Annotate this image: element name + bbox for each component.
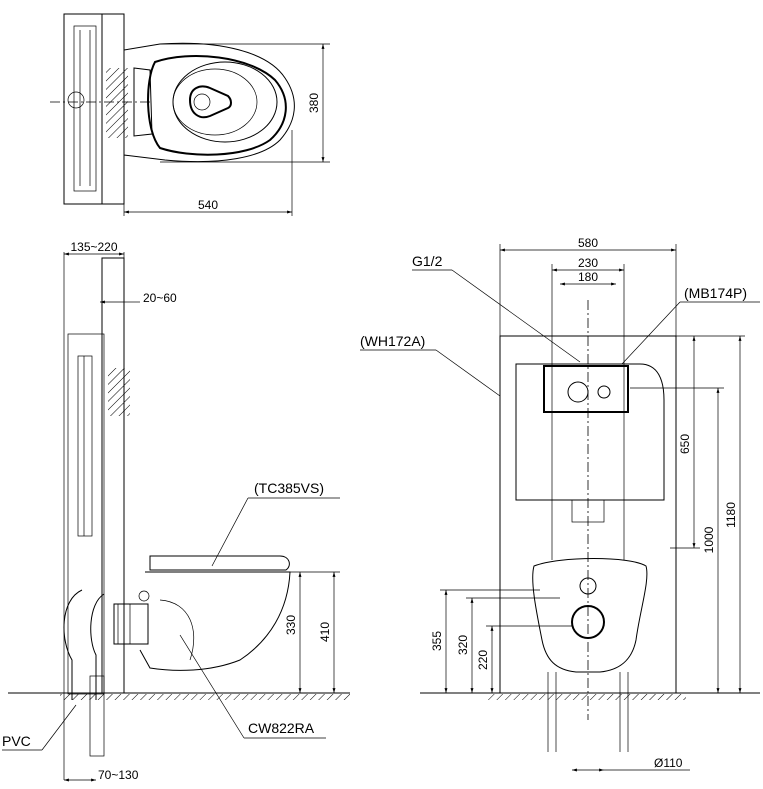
front-width-dim: 580	[578, 236, 598, 250]
front-bowl-height-dim: 1000	[702, 526, 716, 553]
side-pipe-label: PVC	[2, 733, 31, 749]
top-flush-box	[106, 68, 128, 138]
front-h320-dim: 320	[456, 635, 470, 655]
top-bowl	[123, 42, 295, 163]
front-h355-dim: 355	[430, 631, 444, 651]
front-inlet-label: G1/2	[412, 253, 443, 269]
front-button-dim: 650	[678, 434, 692, 454]
front-bowl	[532, 558, 648, 673]
top-depth-dim: 380	[307, 93, 321, 113]
top-view: 540 380	[50, 13, 330, 216]
front-total-height-dim: 1180	[724, 502, 738, 528]
side-bowl-label: CW822RA	[248, 720, 315, 736]
side-frame	[67, 333, 105, 695]
front-drain-dim: Ø110	[654, 756, 683, 770]
side-seat	[149, 555, 290, 571]
front-h220-dim: 220	[476, 650, 490, 670]
top-width-dim: 540	[198, 198, 218, 212]
front-frame-label: (WH172A)	[360, 333, 425, 349]
side-outlet-dim: 330	[284, 615, 298, 635]
side-wall-gap-dim: 135~220	[70, 240, 117, 254]
front-cistern	[515, 363, 665, 501]
front-flush-plate	[543, 365, 629, 413]
front-plate-label: (MB174P)	[684, 285, 747, 301]
side-seat-label: (TC385VS)	[254, 480, 324, 496]
side-cover-gap-dim: 20~60	[143, 291, 177, 305]
front-bolt-dim: 230	[578, 256, 598, 270]
side-wall	[101, 257, 125, 694]
front-bolt-inner-dim: 180	[578, 270, 598, 284]
side-pipe-offset-dim: 70~130	[98, 768, 139, 782]
side-view: 135~220 20~60 330 410 70~130 (TC385VS) C…	[2, 240, 350, 782]
side-seat-height-dim: 410	[318, 622, 332, 642]
front-view: 580 230 180 1180 1000 650	[360, 236, 760, 772]
side-bowl	[139, 571, 291, 671]
